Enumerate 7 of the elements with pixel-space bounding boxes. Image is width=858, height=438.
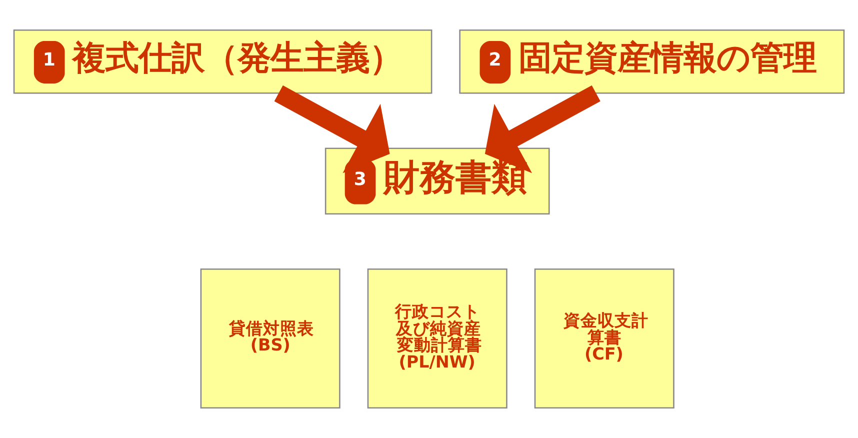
node-box: 1 複式仕訳（発生主義） [13, 30, 432, 94]
node-box: 資金収支計算書(CF) [534, 268, 674, 408]
node-box: 2 固定資産情報の管理 [459, 30, 845, 94]
arrow [274, 85, 390, 174]
arrow [484, 85, 600, 174]
node-box: 貸借対照表(BS) [200, 268, 340, 408]
node-box: 行政コスト及び純資産変動計算書(PL/NW) [367, 268, 508, 408]
